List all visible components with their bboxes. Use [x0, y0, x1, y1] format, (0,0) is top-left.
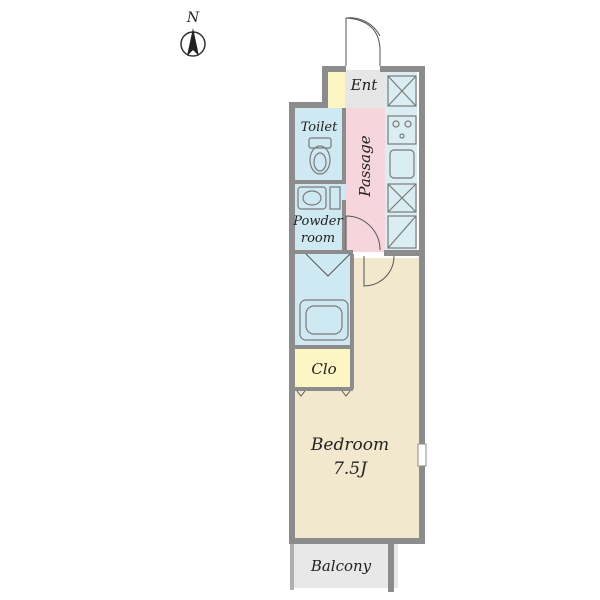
toilet-icon	[308, 137, 332, 175]
compass-north-label: N	[186, 10, 200, 26]
bathtub-icon	[299, 299, 349, 341]
passage-area	[345, 108, 385, 252]
room-fills	[292, 70, 420, 588]
bedroom-size-label: 7.5J	[333, 459, 368, 479]
entrance-shoebox	[328, 70, 345, 108]
passage-label: Passage	[356, 135, 374, 197]
kitchen-sink-icon	[389, 149, 415, 179]
entrance-area	[345, 70, 385, 108]
powder-room-label-line1: Powder	[292, 214, 343, 229]
entrance-label: Ent	[350, 76, 379, 94]
bedroom-label: Bedroom	[310, 435, 389, 455]
entrance-door	[345, 17, 381, 66]
balcony-label: Balcony	[310, 557, 372, 575]
stove-icon	[387, 115, 417, 145]
powder-room-door	[345, 215, 381, 251]
powder-room	[295, 182, 345, 252]
closet-area	[295, 347, 353, 389]
powder-room-label-line2: room	[301, 231, 335, 246]
toilet-room	[295, 108, 345, 182]
toilet-label: Toilet	[301, 120, 338, 135]
compass: N	[180, 10, 206, 57]
walls	[289, 66, 425, 592]
closet-door-marks	[296, 390, 351, 397]
compass-arrow-icon	[187, 28, 199, 56]
closet-label: Clo	[311, 360, 336, 378]
washbasin-icon	[297, 186, 341, 210]
bathroom-door	[305, 253, 351, 277]
kitchen-fixtures	[387, 75, 417, 249]
bedroom-door	[363, 255, 395, 287]
bedroom-area	[295, 258, 420, 538]
bedroom-window	[417, 443, 427, 467]
balcony-area	[292, 544, 398, 588]
